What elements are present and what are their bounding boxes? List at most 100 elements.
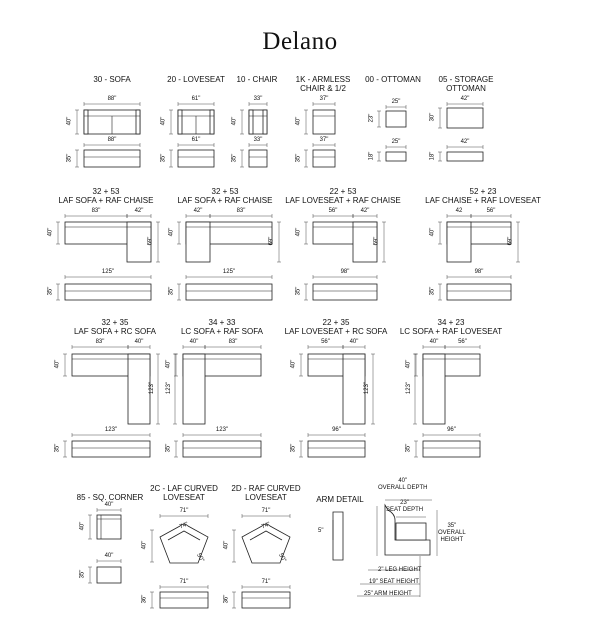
front-width-dimension: 25": [391, 139, 401, 145]
overall-width-dimension: 98": [474, 269, 484, 275]
page-title: Delano: [262, 28, 338, 55]
height-dimension: 35": [295, 153, 302, 162]
depth-dimension: 40": [429, 227, 436, 237]
front-width-dimension: 42": [460, 139, 470, 145]
return-depth-dimension: 123": [364, 381, 371, 395]
segment-width-dimension: 56": [321, 339, 330, 345]
corner-front: [96, 566, 122, 584]
depth-dimension: 40": [141, 540, 148, 550]
width-dimension: 42": [460, 96, 470, 102]
width-dimension: 33": [253, 96, 263, 102]
height-dimension: 18": [368, 151, 375, 160]
height-dimension: 35": [54, 443, 61, 453]
unit-label: 20 - LOVESEAT: [167, 75, 225, 84]
segment-width-dimension: 56": [486, 208, 496, 214]
overall-width-dimension: 98": [340, 269, 350, 275]
return-arm: [127, 353, 151, 425]
sectional-front: [422, 440, 481, 458]
segment-width-dimension: 42": [193, 208, 203, 214]
overall-width-dimension: 96": [447, 427, 456, 433]
sectional-front: [312, 283, 378, 301]
return-arm: [182, 353, 206, 425]
overall-depth-note: 40"OVERALL DEPTH: [378, 478, 428, 491]
overall-width-dimension: 96": [332, 427, 341, 433]
depth-dimension: 40": [165, 359, 172, 369]
depth-dimension: 40": [168, 227, 175, 237]
corner-top: [96, 514, 122, 540]
seat-front: [248, 149, 268, 168]
segment-width-dimension: 42": [134, 208, 144, 214]
depth-dimension: 40": [295, 227, 302, 237]
segment-width-dimension: 42": [360, 208, 370, 214]
return-depth-dimension: 123": [149, 381, 156, 395]
overall-width-dimension: 125": [101, 269, 115, 275]
height-dimension: 35": [165, 443, 172, 453]
arm: [177, 109, 183, 135]
depth-dimension: 30": [429, 112, 436, 122]
height-dimension: 36": [141, 594, 148, 604]
front-width-dimension: 88": [107, 137, 117, 143]
arm: [209, 109, 215, 135]
sectional-front: [307, 440, 366, 458]
height-dimension: 35": [66, 153, 73, 162]
front-width-dimension: 40": [104, 553, 114, 559]
width-dimension: 71": [261, 508, 271, 514]
ottoman-front: [446, 151, 484, 162]
arm: [248, 109, 254, 135]
front-width-dimension: 71": [179, 579, 189, 585]
front-width-dimension: 37": [319, 137, 329, 143]
chaise-depth-dimension: 69": [147, 236, 154, 246]
height-dimension: 35": [429, 286, 436, 296]
arm-section: [332, 511, 344, 561]
unit-label: 00 - OTTOMAN: [365, 75, 421, 84]
height-dimension: 35": [290, 443, 297, 453]
width-dimension: 37": [319, 96, 329, 102]
depth-dimension: 40": [66, 116, 73, 126]
segment-width-dimension: 56": [458, 339, 467, 345]
depth-dimension: 40": [47, 227, 54, 237]
segment-width-dimension: 83": [95, 339, 105, 345]
height-dimension: 35": [405, 443, 412, 453]
depth-dimension: 40": [405, 359, 412, 369]
arm: [262, 109, 268, 135]
arm-width-dimension: 5": [318, 528, 324, 534]
width-dimension: 25": [391, 99, 401, 105]
width-dimension: 88": [107, 96, 117, 102]
chaise: [126, 221, 152, 263]
overall-width-dimension: 125": [222, 269, 236, 275]
front-width-dimension: 33": [253, 137, 263, 143]
curved-front: [241, 591, 291, 609]
arm: [83, 109, 89, 135]
curved-back-line: [249, 530, 283, 541]
segment-width-dimension: 83": [228, 339, 238, 345]
arm: [135, 109, 141, 135]
arm-height-note: 25" ARM HEIGHT: [364, 591, 412, 597]
curved-top: [159, 523, 209, 564]
unit-label: 30 - SOFA: [93, 75, 131, 84]
return-depth-dimension: 123": [166, 381, 173, 395]
sectional-front: [71, 440, 151, 458]
segment-width-dimension: 83": [236, 208, 246, 214]
width-dimension: 40": [104, 502, 114, 508]
curved-front: [159, 591, 209, 609]
width-dimension: 71": [179, 508, 189, 514]
curved-back-line: [167, 530, 201, 541]
segment-width-dimension: 42: [455, 208, 463, 214]
depth-dimension: 40": [54, 359, 61, 369]
sectional-front: [446, 283, 512, 301]
chaise-depth-dimension: 69": [268, 236, 275, 246]
depth-dimension: 40": [231, 116, 238, 126]
sectional-front: [182, 440, 262, 458]
overall-width-dimension: 123": [104, 427, 118, 433]
unit-label: 10 - CHAIR: [236, 75, 278, 84]
depth-dimension: 40": [79, 521, 86, 531]
segment-width-dimension: 56": [328, 208, 338, 214]
